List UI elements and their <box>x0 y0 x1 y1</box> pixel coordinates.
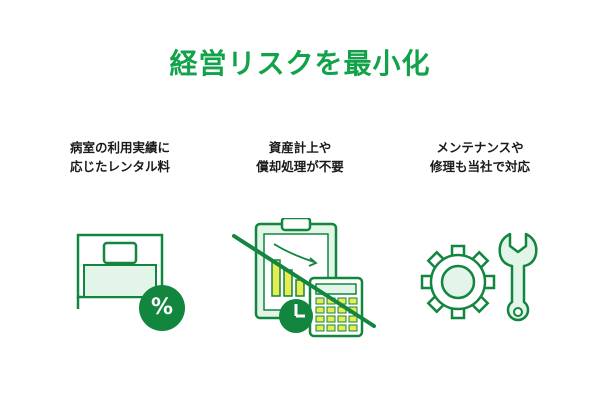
percent-badge: % <box>139 285 185 331</box>
caption-line-2: 修理も当社で対応 <box>429 159 530 174</box>
caption-line-1: メンテナンスや <box>436 140 524 155</box>
benefit-no-asset-accounting: 資産計上や 償却処理が不要 <box>200 138 400 176</box>
caption-line-1: 資産計上や <box>268 140 332 155</box>
page-title: 経営リスクを最小化 <box>169 47 431 80</box>
benefit-maintenance: メンテナンスや 修理も当社で対応 <box>380 138 580 176</box>
crossed-out-accounting-icon <box>232 218 376 338</box>
bed-icon <box>76 233 164 309</box>
gear-wrench-icon <box>420 232 538 322</box>
caption-line-2: 償却処理が不要 <box>256 159 344 174</box>
caption-line-1: 病室の利用実績に <box>69 140 170 155</box>
benefit-rental-fee: 病室の利用実績に 応じたレンタル料 <box>20 138 220 176</box>
caption-line-2: 応じたレンタル料 <box>69 159 170 174</box>
